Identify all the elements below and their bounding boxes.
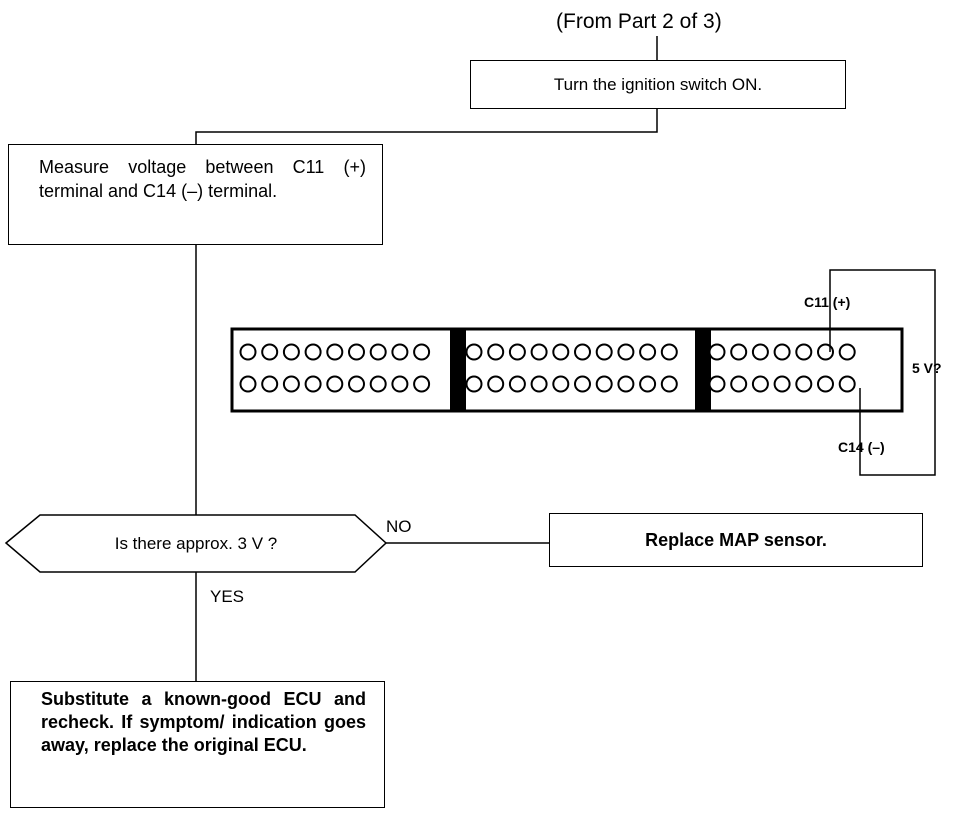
voltage-label: 5 V?: [912, 360, 942, 376]
connector-pin: [708, 343, 726, 361]
connector-pin: [530, 343, 548, 361]
connector-pin: [552, 343, 570, 361]
connector-pin: [639, 375, 657, 393]
ignition-step-text: Turn the ignition switch ON.: [553, 74, 763, 94]
connector-pin: [708, 375, 726, 393]
connector-pin: [465, 375, 483, 393]
connector-pin: [348, 375, 365, 393]
connector-pin: [639, 343, 657, 361]
measure-step-text: Measure voltage between C11 (+) terminal…: [39, 157, 366, 201]
connector-pin: [304, 343, 322, 361]
c14-terminal-label: C14 (–): [838, 439, 885, 455]
replace-map-sensor-text: Replace MAP sensor.: [645, 529, 827, 550]
connector-pin: [239, 375, 257, 393]
from-part-label: (From Part 2 of 3): [556, 10, 722, 33]
connector-pin: [282, 375, 300, 393]
connector-pin: [391, 375, 409, 393]
connector-pin: [795, 375, 813, 393]
connector-pin: [595, 375, 613, 393]
connector-pin: [617, 375, 635, 393]
decision-text: Is there approx. 3 V ?: [114, 533, 278, 553]
connector-pin: [239, 343, 257, 361]
connector-pin: [552, 375, 570, 393]
no-branch-label: NO: [386, 517, 412, 536]
yes-branch-label: YES: [210, 587, 245, 606]
connector-pin: [369, 375, 387, 393]
connector-pin: [617, 343, 635, 361]
connector-pin: [413, 375, 431, 393]
substitute-ecu-text: Substitute a known-good ECU and recheck.…: [41, 689, 366, 755]
connector-pin: [391, 343, 409, 361]
connector-pin: [348, 343, 365, 361]
connector-pin: [508, 343, 526, 361]
connector-pin: [304, 375, 322, 393]
connector-pin: [326, 343, 344, 361]
connector-pin: [508, 375, 526, 393]
connector-pin: [730, 343, 748, 361]
connector-pin: [282, 343, 300, 361]
connector-pin: [838, 343, 856, 361]
connector-pin: [487, 343, 505, 361]
connector-pin: [595, 343, 613, 361]
ignition-step-box: Turn the ignition switch ON.: [470, 60, 846, 109]
ecu-connector: [230, 327, 904, 413]
connector-pin: [574, 343, 591, 361]
connector-pin: [817, 375, 834, 393]
connector-pin: [838, 375, 856, 393]
connector-pin: [751, 343, 769, 361]
connector-pin: [773, 343, 791, 361]
decision-box: Is there approx. 3 V ?: [6, 515, 386, 572]
connector-pin: [530, 375, 548, 393]
connector-pin: [574, 375, 591, 393]
connector-pin: [795, 343, 813, 361]
connector-pin: [465, 343, 483, 361]
connector-pin: [261, 375, 279, 393]
connector-pin: [326, 375, 344, 393]
connector-pin: [730, 375, 748, 393]
connector-pin: [369, 343, 387, 361]
measure-step-box: Measure voltage between C11 (+) terminal…: [8, 144, 383, 245]
connector-pin: [751, 375, 769, 393]
connector-pin: [261, 343, 279, 361]
connector-pin: [660, 375, 678, 393]
substitute-ecu-box: Substitute a known-good ECU and recheck.…: [10, 681, 385, 808]
connector-pin: [660, 343, 678, 361]
replace-map-sensor-box: Replace MAP sensor.: [549, 513, 923, 567]
connector-pin: [487, 375, 505, 393]
connector-pin: [773, 375, 791, 393]
probe-leads: [829, 269, 936, 476]
connector-pin: [413, 343, 431, 361]
c11-terminal-label: C11 (+): [804, 294, 851, 310]
